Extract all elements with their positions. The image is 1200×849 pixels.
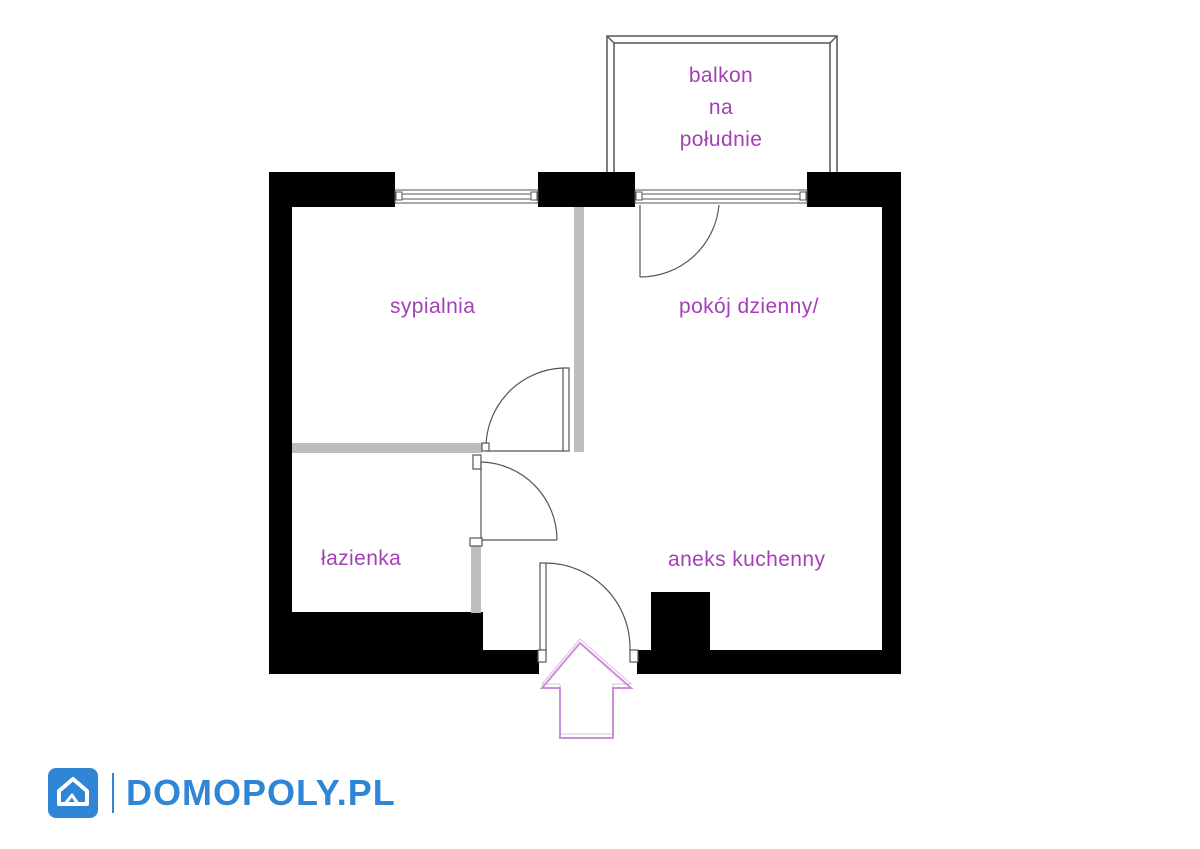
exterior-walls [269,172,901,674]
house-icon [48,768,98,818]
bathroom-door [469,454,558,547]
bedroom-window [394,189,539,204]
bedroom-door [481,367,570,452]
brand-logo: DOMOPOLY.PL [48,768,396,818]
entrance-door [537,562,639,663]
balcony-label-line-3: południe [679,128,763,151]
bathroom-label: łazienka [321,547,402,570]
balcony-railing [606,35,838,172]
brand-divider [112,773,114,813]
partition-walls [292,207,584,613]
entrance-arrow-icon [539,638,634,739]
bedroom-label: sypialnia [390,295,476,318]
balcony-door [639,204,720,278]
living-room-label: pokój dzienny/ [679,295,819,318]
balcony-label-line-1: balkon [688,64,754,87]
brand-name: DOMOPOLY.PL [126,772,396,813]
balcony-label: balkon na południe [662,60,780,156]
balcony-label-line-2: na [708,96,734,119]
balcony-door-frame [634,189,808,204]
kitchenette-label: aneks kuchenny [668,548,826,571]
